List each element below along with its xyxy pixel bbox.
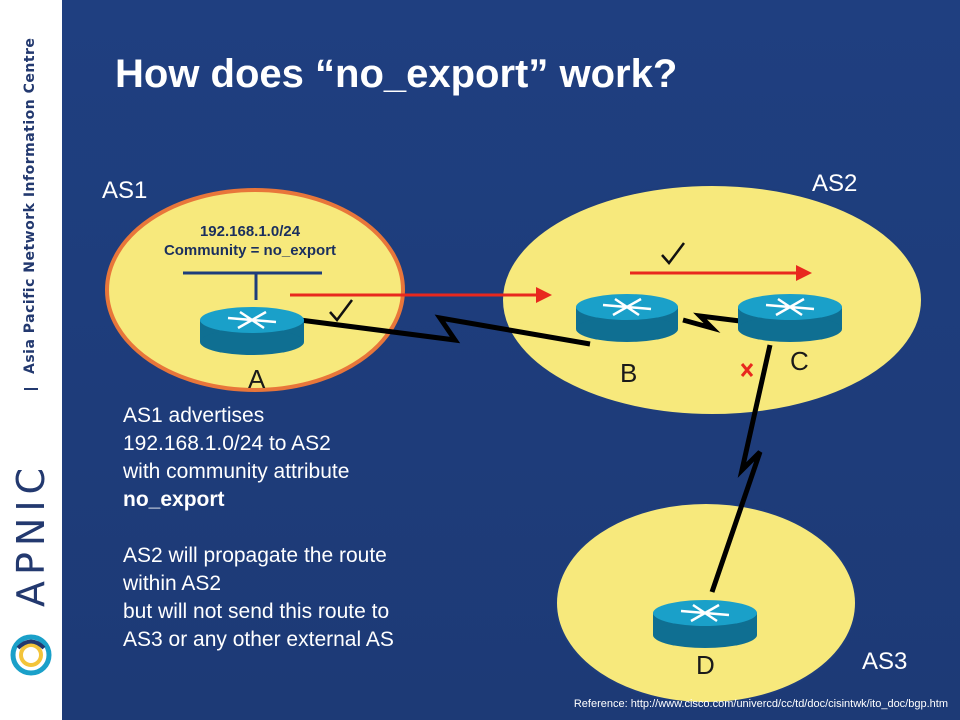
desc-line: AS2 will propagate the route [123,544,387,567]
router-a-icon [200,307,304,355]
router-d-label: D [696,650,715,680]
check-icon-as2 [661,242,685,265]
link-a-b [299,314,591,347]
slide-title: How does “no_export” work? [115,52,678,96]
link-b-c [682,312,749,333]
desc-spacer [123,514,483,542]
apnic-logo-icon [10,634,52,676]
desc-line-bold: no_export [123,488,225,511]
router-a-label: A [248,364,266,394]
sidebar: Asia Pacific Network Information Centre … [0,0,62,720]
link-c-d [709,344,773,593]
router-c-icon [738,294,842,342]
desc-line: within AS2 [123,572,222,595]
description: AS1 advertises 192.168.1.0/24 to AS2 wit… [123,402,483,654]
router-d-icon [653,600,757,648]
check-icon-as1 [329,299,353,322]
desc-line: with community attribute [123,460,350,483]
as1-label: AS1 [102,177,148,204]
as2-label: AS2 [812,170,858,197]
as3-label: AS3 [862,648,908,675]
desc-line: AS3 or any other external AS [123,628,394,651]
as2-ellipse [501,184,923,416]
desc-line: AS1 advertises [123,404,265,427]
arrow-b-c-head [796,265,812,281]
prefix-annotation: 192.168.1.0/24 Community = no_export [130,222,370,260]
cross-icon [740,363,754,377]
desc-line: but will not send this route to [123,600,390,623]
arrow-a-b-head [536,287,552,303]
router-c-label: C [790,346,809,376]
sidebar-divider [24,388,38,390]
community-value: Community = no_export [163,242,337,259]
router-b-label: B [620,358,638,388]
prefix-value: 192.168.1.0/24 [199,223,301,240]
router-b-icon [576,294,678,342]
desc-line: 192.168.1.0/24 to AS2 [123,432,331,455]
reference-link[interactable]: Reference: http://www.cisco.com/univercd… [573,698,948,710]
